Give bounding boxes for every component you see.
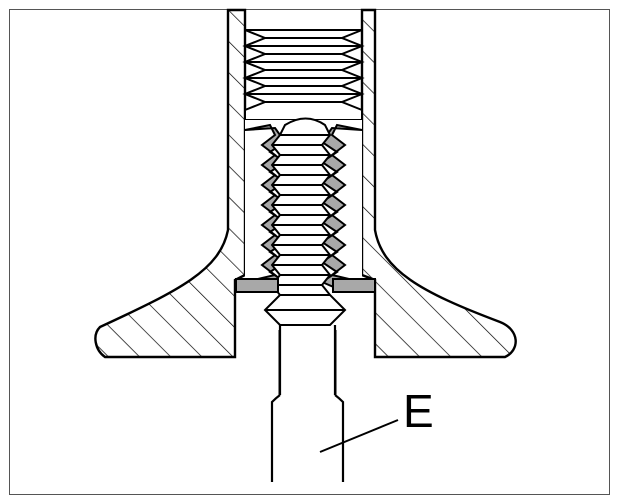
callout-label-e: E bbox=[403, 385, 434, 437]
housing-left bbox=[94, 8, 247, 359]
bore-threads bbox=[242, 29, 365, 121]
insert-flange-left bbox=[235, 278, 279, 293]
callout-leader bbox=[319, 419, 399, 453]
housing-right bbox=[360, 8, 517, 359]
drawing-frame bbox=[9, 9, 610, 495]
insert-flange-right bbox=[332, 278, 376, 293]
bolt-thread bbox=[263, 117, 347, 326]
bolt-shank bbox=[270, 325, 345, 482]
